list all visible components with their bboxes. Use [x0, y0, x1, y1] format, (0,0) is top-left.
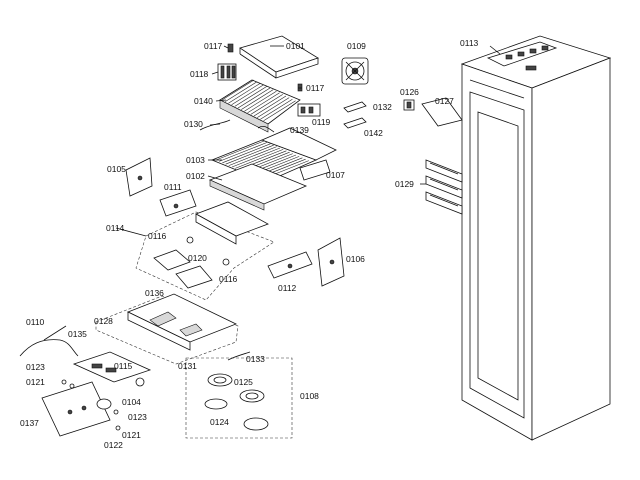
callout-0116: 0116 — [148, 231, 167, 241]
callout-0123: 0123 — [26, 362, 45, 372]
callout-0140: 0140 — [194, 96, 213, 106]
lamp-holder — [204, 373, 269, 431]
callout-0120: 0120 — [188, 253, 207, 263]
callout-0112: 0112 — [278, 283, 297, 293]
callout-0102: 0102 — [186, 171, 205, 181]
evaporator-coil — [219, 79, 301, 133]
front-fascia — [41, 381, 111, 437]
callout-0117: 0117 — [306, 83, 325, 93]
callout-0124: 0124 — [210, 417, 229, 427]
callout-0133: 0133 — [246, 354, 265, 364]
callout-0135: 0135 — [68, 329, 87, 339]
callout-0136: 0136 — [145, 288, 164, 298]
callout-0113: 0113 — [460, 38, 479, 48]
callout-0131: 0131 — [178, 361, 197, 371]
lower-bracket — [267, 251, 313, 279]
callout-0106: 0106 — [346, 254, 365, 264]
mounting-bracket — [159, 189, 197, 217]
handle-bar — [343, 101, 367, 129]
callout-0108: 0108 — [300, 391, 319, 401]
callout-0101: 0101 — [286, 41, 305, 51]
callout-0137: 0137 — [20, 418, 39, 428]
knob-icon — [96, 398, 112, 410]
callout-0116: 0116 — [219, 274, 238, 284]
callout-0114: 0114 — [106, 223, 125, 233]
right-bracket — [317, 237, 345, 287]
wire-harness — [19, 339, 251, 361]
screw-icon — [61, 379, 121, 431]
callout-0127: 0127 — [435, 96, 454, 106]
callout-0118: 0118 — [190, 69, 209, 79]
screw-icon — [227, 43, 234, 53]
terminal-block — [217, 63, 237, 81]
callout-0117: 0117 — [204, 41, 223, 51]
shelf-rails — [425, 159, 463, 215]
screw-icon — [297, 83, 303, 92]
callout-0125: 0125 — [234, 377, 253, 387]
refrigerator-cabinet — [460, 35, 612, 441]
control-panel — [72, 351, 152, 383]
cover-panel — [421, 97, 463, 127]
top-cover-plate — [239, 35, 319, 79]
sensor-block — [297, 103, 321, 117]
fan-motor — [341, 57, 369, 85]
control-housing — [127, 293, 237, 351]
group-outline-0114 — [135, 211, 275, 301]
callout-0132: 0132 — [373, 102, 392, 112]
callout-0122: 0122 — [104, 440, 123, 450]
callout-0107: 0107 — [326, 170, 345, 180]
callout-0128: 0128 — [94, 316, 113, 326]
evaporator-tray — [208, 163, 308, 211]
callout-0121: 0121 — [26, 377, 45, 387]
callout-0129: 0129 — [395, 179, 414, 189]
callout-0123: 0123 — [128, 412, 147, 422]
leader-lines — [43, 45, 501, 341]
knob-icon — [135, 377, 145, 387]
drain-pan — [260, 127, 337, 181]
callout-0105: 0105 — [107, 164, 126, 174]
screw-icon — [186, 236, 230, 266]
group-outline-0136 — [95, 295, 239, 365]
group-outline-0108 — [185, 357, 293, 439]
callout-0139: 0139 — [290, 125, 309, 135]
callout-0119: 0119 — [312, 117, 331, 127]
callout-0109: 0109 — [347, 41, 366, 51]
callout-0103: 0103 — [186, 155, 205, 165]
callout-0142: 0142 — [364, 128, 383, 138]
callout-0111: 0111 — [164, 182, 182, 192]
switch-part — [403, 99, 415, 111]
callout-0110: 0110 — [26, 317, 45, 327]
callout-0130: 0130 — [184, 119, 203, 129]
callout-0104: 0104 — [122, 397, 141, 407]
callout-0126: 0126 — [400, 87, 419, 97]
callout-0121: 0121 — [122, 430, 141, 440]
callout-0115: 0115 — [114, 361, 133, 371]
side-bracket — [125, 157, 153, 197]
fan-housing — [153, 201, 269, 289]
callout-labels: 0117 0101 0109 0113 0118 0117 0126 0127 … — [20, 38, 479, 450]
